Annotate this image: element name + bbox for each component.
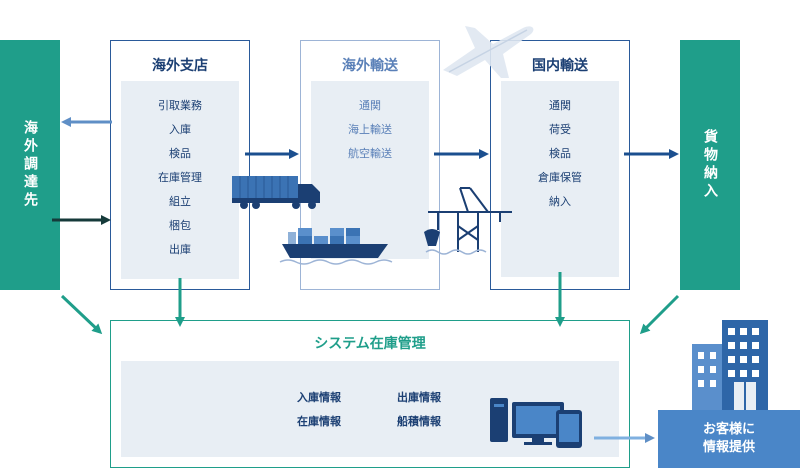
branch-item-packing: 梱包 [169,219,191,232]
customer-info-box: お客様に 情報提供 [658,410,800,468]
arrow-delivery-diagonal [639,294,680,335]
branch-item-receiving: 入庫 [169,123,191,136]
branch-item-pickup: 引取業務 [158,99,202,112]
customer-line1: お客様に [702,422,755,437]
domestic-item-storage: 倉庫保管 [538,171,582,184]
system-item-outbound: 出庫情報 [397,391,441,404]
branch-item-shipping: 出庫 [169,243,191,256]
branch-item-inventory: 在庫管理 [158,171,202,184]
cargo-delivery-label: 貨物納入 [702,129,718,201]
domestic-item-customs: 通関 [549,99,571,112]
system-title: システム在庫管理 [314,336,426,352]
transport-item-air: 航空輸送 [348,147,392,160]
customer-line2: 情報提供 [702,440,755,455]
branch-item-assembly: 組立 [169,195,191,208]
overseas-transport-title: 海外輸送 [342,58,398,74]
overseas-supplier-label: 海外調達先 [22,120,38,210]
system-item-shipment: 船積情報 [397,415,441,428]
domestic-transport-inner: 通関 荷受 検品 倉庫保管 納入 [501,81,619,277]
domestic-item-inspection: 検品 [549,147,571,160]
overseas-supplier-bar: 海外調達先 [0,40,60,290]
overseas-branch-panel: 海外支店 引取業務 入庫 検品 在庫管理 組立 梱包 出庫 [110,40,250,290]
branch-item-inspection: 検品 [169,147,191,160]
overseas-transport-panel: 海外輸送 通関 海上輸送 航空輸送 [300,40,440,290]
arrow-supplier-diagonal [60,294,103,335]
port-crane-icon [428,187,512,252]
office-building-icon [692,320,768,410]
domestic-transport-panel: 国内輸送 通関 荷受 検品 倉庫保管 納入 [490,40,630,290]
airplane-icon [443,26,534,78]
domestic-transport-title: 国内輸送 [532,58,588,74]
water-wave-icon [425,249,487,255]
system-item-stock: 在庫情報 [297,415,341,428]
computer-devices-icon [490,398,582,448]
transport-item-sea: 海上輸送 [348,123,392,136]
container-truck-icon [232,176,320,209]
overseas-branch-title: 海外支店 [152,58,208,74]
container-ship-icon [279,228,393,265]
system-item-inbound: 入庫情報 [297,391,341,404]
cargo-delivery-bar: 貨物納入 [680,40,740,290]
transport-item-customs: 通関 [359,99,381,112]
domestic-item-delivery: 納入 [549,195,571,208]
crane-ship-hull-icon [424,229,440,246]
domestic-item-receipt: 荷受 [549,123,571,136]
overseas-branch-inner: 引取業務 入庫 検品 在庫管理 組立 梱包 出庫 [121,81,239,279]
